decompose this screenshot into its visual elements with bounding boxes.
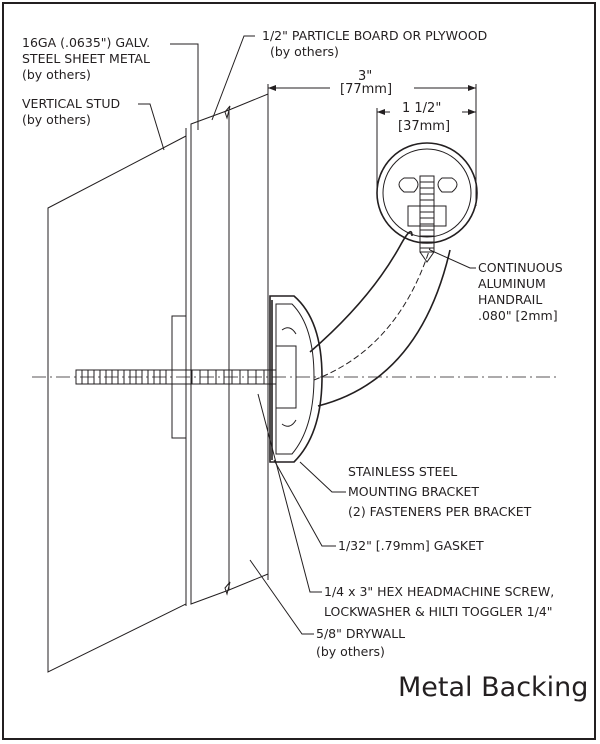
particle-board (190, 109, 230, 605)
svg-text:LOCKWASHER & HILTI TOGGLER 1/4: LOCKWASHER & HILTI TOGGLER 1/4" (324, 604, 553, 619)
svg-text:STEEL SHEET METAL: STEEL SHEET METAL (22, 51, 150, 66)
dimension-projection (267, 84, 477, 206)
svg-text:(2) FASTENERS PER BRACKET: (2) FASTENERS PER BRACKET (348, 504, 532, 519)
label-bracket: STAINLESS STEEL MOUNTING BRACKET (2) FAS… (348, 464, 532, 519)
svg-text:(by others): (by others) (270, 44, 339, 59)
label-vertical-stud: VERTICAL STUD (by others) (22, 96, 120, 127)
svg-text:VERTICAL STUD: VERTICAL STUD (22, 96, 120, 111)
svg-text:3": 3" (358, 69, 372, 84)
svg-text:1/32" [.79mm] GASKET: 1/32" [.79mm] GASKET (338, 538, 484, 553)
svg-text:STAINLESS STEEL: STAINLESS STEEL (348, 464, 457, 479)
svg-text:CONTINUOUS: CONTINUOUS (478, 260, 563, 275)
svg-text:5/8" DRYWALL: 5/8" DRYWALL (316, 626, 405, 641)
drywall (224, 90, 269, 596)
svg-text:16GA (.0635") GALV.: 16GA (.0635") GALV. (22, 35, 150, 50)
leader-lines (138, 35, 476, 635)
svg-text:(by others): (by others) (316, 644, 385, 659)
svg-text:(by others): (by others) (22, 112, 91, 127)
vertical-stud (47, 135, 187, 673)
handrail-arm (309, 230, 451, 407)
label-particle-board: 1/2" PARTICLE BOARD OR PLYWOOD (by other… (262, 28, 487, 59)
svg-text:1/2" PARTICLE BOARD OR PLYWOOD: 1/2" PARTICLE BOARD OR PLYWOOD (262, 28, 487, 43)
svg-text:[77mm]: [77mm] (340, 82, 392, 97)
steel-sheet (185, 126, 192, 606)
label-handrail: CONTINUOUS ALUMINUM HANDRAIL .080" [2mm] (478, 260, 563, 323)
svg-text:.080" [2mm]: .080" [2mm] (478, 308, 558, 323)
label-screw: 1/4 x 3" HEX HEADMACHINE SCREW, LOCKWASH… (324, 584, 554, 619)
svg-text:(by others): (by others) (22, 67, 91, 82)
dimension-rail-diameter (376, 108, 476, 192)
drawing-title: Metal Backing (398, 672, 588, 703)
svg-text:MOUNTING BRACKET: MOUNTING BRACKET (348, 484, 479, 499)
svg-text:1 1/2": 1 1/2" (402, 101, 441, 116)
dimension-text-rail: 1 1/2" [37mm] (398, 101, 450, 134)
svg-text:[37mm]: [37mm] (398, 119, 450, 134)
dimension-text-projection: 3" [77mm] (340, 69, 392, 97)
mounting-bracket (269, 295, 323, 463)
label-drywall: 5/8" DRYWALL (by others) (316, 626, 405, 659)
svg-text:1/4 x 3" HEX HEADMACHINE SCREW: 1/4 x 3" HEX HEADMACHINE SCREW, (324, 584, 554, 599)
handrail-tube (376, 142, 478, 263)
label-gasket: 1/32" [.79mm] GASKET (338, 538, 484, 553)
svg-text:ALUMINUM: ALUMINUM (478, 276, 546, 291)
svg-text:HANDRAIL: HANDRAIL (478, 292, 542, 307)
label-steel-sheet: 16GA (.0635") GALV. STEEL SHEET METAL (b… (22, 35, 150, 82)
